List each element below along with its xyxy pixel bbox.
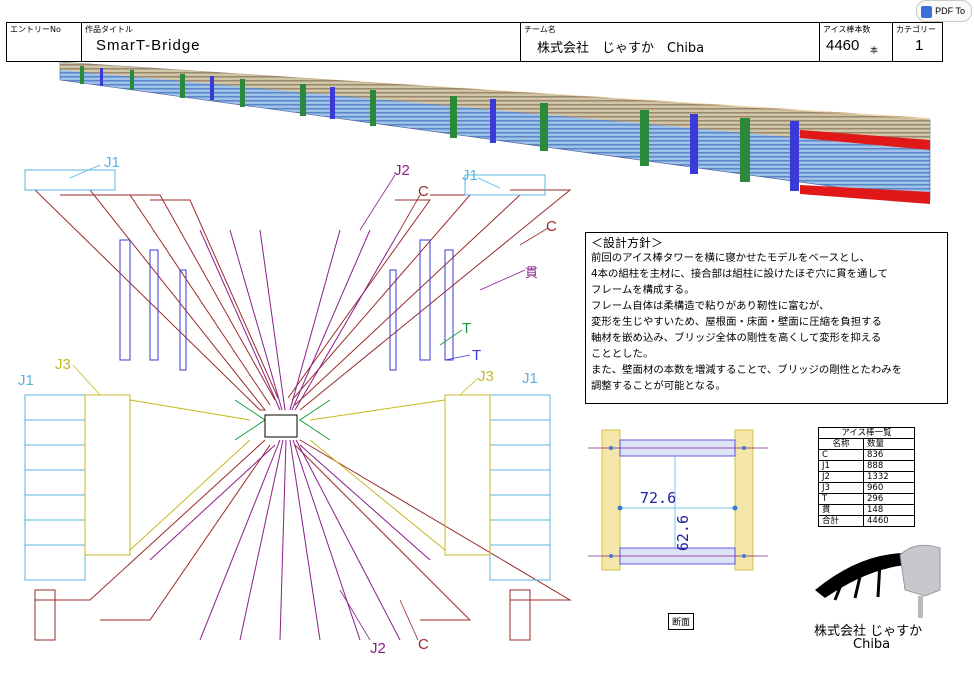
label-c-right: C <box>546 218 557 235</box>
label-c-bottom: C <box>418 636 429 653</box>
policy-line: 軸材を嵌め込み、ブリッジ全体の剛性を高くして変形を抑える <box>591 332 882 344</box>
policy-line: 変形を生じやすいため、屋根面・床面・壁面に圧縮を負担する <box>591 316 882 328</box>
team-name: 株式会社 じゃすか Chiba <box>537 41 705 56</box>
policy-line: 調整することが可能となる。 <box>591 380 726 392</box>
policy-line: また、壁面材の本数を増減することで、ブリッジの剛性とたわみを <box>591 364 902 376</box>
table-cell: 836 <box>863 449 915 461</box>
label-j1-top-left: J1 <box>104 154 120 171</box>
team-label: チーム名 <box>524 25 556 34</box>
label-t2: T <box>472 347 482 364</box>
title-label: 作品タイトル <box>85 25 133 34</box>
policy-line: こととした。 <box>591 348 654 360</box>
work-title: SmarT-Bridge <box>96 37 201 54</box>
company-logo <box>815 544 941 618</box>
count-label: アイス棒本数 <box>823 25 871 34</box>
entry-cell: エントリーNo <box>7 23 82 61</box>
table-cell: 296 <box>863 493 915 505</box>
label-j2-top: J2 <box>394 162 410 179</box>
title-block: エントリーNo 作品タイトル SmarT-Bridge チーム名 株式会社 じゃ… <box>6 22 943 62</box>
pdf-icon <box>921 5 933 18</box>
policy-line: 前回のアイス棒タワーを横に寝かせたモデルをベースとし、 <box>591 252 871 264</box>
section-height-value: 62.6 <box>674 515 692 552</box>
table-cell: 4460 <box>863 515 915 527</box>
category-cell: カテゴリー 1 <box>893 23 942 61</box>
table-header: 数量 <box>863 438 915 450</box>
pdf-tools-button[interactable]: PDF To <box>916 0 972 22</box>
category-label: カテゴリー <box>896 25 936 34</box>
table-cell: T <box>818 493 864 505</box>
label-t1: T <box>462 320 472 337</box>
table-cell: J1 <box>818 460 864 472</box>
design-policy-box: ＜設計方針＞ 前回のアイス棒タワーを横に寝かせたモデルをベースとし、 4本の組柱… <box>585 232 948 404</box>
title-cell: 作品タイトル SmarT-Bridge <box>82 23 521 61</box>
bridge-posts <box>80 66 750 182</box>
logo-company-name: 株式会社 じゃすか <box>814 624 923 639</box>
count-unit: 本 <box>870 46 878 55</box>
table-cell: 148 <box>863 504 915 516</box>
table-title: アイス棒一覧 <box>818 427 915 439</box>
policy-line: 4本の組柱を主材に、接合部は組柱に設けたほぞ穴に貫を通して <box>591 268 888 280</box>
label-j2-bottom: J2 <box>370 640 386 657</box>
label-j3-left: J3 <box>55 356 71 373</box>
section-caption: 断面 <box>668 613 695 630</box>
policy-title: ＜設計方針＞ <box>591 236 664 250</box>
perspective-drawing <box>24 169 572 641</box>
table-cell: 960 <box>863 482 915 494</box>
count-value: 4460 <box>826 37 860 54</box>
table-cell: C <box>818 449 864 461</box>
label-j1-mid-left: J1 <box>18 372 34 389</box>
table-cell: J3 <box>818 482 864 494</box>
entry-label: エントリーNo <box>10 25 61 34</box>
table-header: 名称 <box>818 438 864 450</box>
label-nuki: 貫 <box>525 266 539 281</box>
logo-company-city: Chiba <box>853 637 891 652</box>
policy-line: フレーム自体は柔構造で粘りがあり靭性に富むが、 <box>591 300 830 312</box>
cross-section-drawing <box>588 429 768 571</box>
category-value: 1 <box>915 37 924 54</box>
leader-lines <box>69 164 549 641</box>
count-cell: アイス棒本数 4460 本 <box>820 23 893 61</box>
table-cell: 合計 <box>818 515 864 527</box>
label-c-top: C <box>418 183 429 200</box>
table-cell: 1332 <box>863 471 915 483</box>
policy-line: フレームを構成する。 <box>591 284 695 296</box>
team-cell: チーム名 株式会社 じゃすか Chiba <box>521 23 820 61</box>
table-cell: 貫 <box>818 504 864 516</box>
label-j3-right: J3 <box>478 368 494 385</box>
section-width-value: 72.6 <box>640 489 677 507</box>
label-j1-mid-right: J1 <box>522 370 538 387</box>
label-j1-top-right: J1 <box>462 167 478 184</box>
table-cell: J2 <box>818 471 864 483</box>
table-cell: 888 <box>863 460 915 472</box>
